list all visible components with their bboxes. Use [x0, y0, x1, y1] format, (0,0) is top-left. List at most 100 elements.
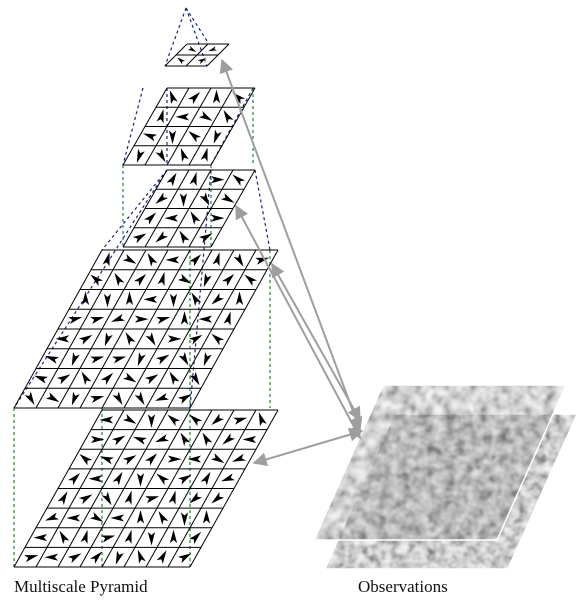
arrowhead-icon — [155, 231, 169, 243]
double-headed-arrow-icon — [219, 58, 363, 432]
arrowhead-icon — [175, 113, 190, 121]
arrowhead-icon — [88, 475, 103, 483]
arrowhead-icon — [212, 252, 220, 267]
arrowhead-icon — [144, 374, 159, 385]
arrowhead-icon — [158, 511, 169, 525]
arrowhead-icon — [125, 291, 134, 305]
arrowhead-icon — [198, 110, 213, 121]
arrowhead-icon — [189, 491, 203, 504]
arrowhead-icon — [211, 491, 225, 504]
arrowhead-icon — [90, 274, 104, 286]
arrowhead-icon — [133, 273, 147, 287]
grid-line — [166, 87, 212, 166]
arrowhead-icon — [147, 414, 156, 428]
arrowhead-icon — [156, 317, 171, 325]
arrowhead-icon — [155, 192, 169, 205]
arrowhead-icon — [179, 230, 190, 245]
arrowhead-icon — [59, 530, 70, 545]
arrowhead-icon — [137, 352, 146, 367]
grid-line — [185, 43, 209, 67]
blue-dashed-link — [185, 7, 210, 45]
arrowhead-icon — [110, 514, 125, 522]
arrowhead-icon — [155, 354, 170, 365]
arrowhead-icon — [56, 374, 71, 385]
grid-line — [101, 409, 191, 568]
arrowhead-icon — [180, 311, 189, 325]
arrowhead-icon — [203, 273, 212, 288]
arrowhead-icon — [99, 456, 114, 465]
arrowhead-icon — [155, 148, 166, 163]
arrowhead-icon — [180, 512, 189, 526]
arrowhead-icon — [202, 509, 211, 524]
arrowhead-icon — [187, 91, 201, 105]
arrowhead-icon — [154, 434, 169, 443]
arrowhead-icon — [211, 413, 225, 425]
arrowhead-icon — [125, 331, 136, 346]
arrowhead-icon — [99, 416, 114, 424]
arrowhead-icon — [68, 317, 83, 325]
arrowhead-icon — [191, 292, 202, 307]
arrowhead-icon — [33, 375, 48, 384]
arrowhead-icon — [44, 553, 59, 561]
arrowhead-icon — [211, 293, 225, 305]
pyramid-level-1 — [164, 43, 230, 67]
arrowhead-icon — [101, 491, 112, 506]
arrowhead-icon — [165, 256, 180, 264]
arrowhead-icon — [231, 453, 246, 462]
arrowhead-icon — [89, 512, 104, 522]
arrowhead-icon — [168, 490, 176, 505]
blue-dashed-link — [101, 169, 168, 251]
arrowhead-icon — [210, 176, 225, 184]
arrowhead-icon — [190, 211, 201, 225]
arrowhead-icon — [137, 549, 146, 564]
arrowhead-icon — [167, 335, 182, 343]
double-headed-arrow-icon — [235, 204, 361, 440]
arrowhead-icon — [188, 531, 202, 545]
pyramid-levels — [13, 43, 279, 568]
arrowhead-icon — [188, 334, 203, 345]
arrowhead-icon — [177, 553, 192, 564]
pyramid-level-5 — [13, 409, 279, 568]
arrowhead-icon — [154, 392, 169, 401]
arrowhead-icon — [122, 372, 137, 383]
pyramid-level-2 — [122, 87, 256, 166]
arrowhead-icon — [144, 453, 158, 466]
arrowhead-icon — [112, 391, 123, 406]
arrowhead-icon — [208, 46, 218, 52]
arrowhead-icon — [122, 455, 137, 465]
observations-stack — [312, 384, 579, 570]
arrowhead-icon — [145, 496, 160, 504]
pyramid-links — [13, 7, 271, 567]
arrowhead-icon — [242, 435, 257, 444]
arrowhead-icon — [67, 473, 81, 486]
arrowhead-icon — [142, 133, 157, 142]
arrowhead-icon — [101, 535, 116, 543]
arrowhead-icon — [147, 531, 156, 546]
arrowhead-icon — [202, 432, 213, 447]
arrowhead-icon — [169, 529, 178, 544]
arrowhead-icon — [134, 315, 149, 323]
grid-line — [206, 43, 230, 67]
arrowhead-icon — [233, 253, 244, 267]
arrowhead-icon — [124, 529, 132, 544]
arrowhead-icon — [122, 413, 137, 424]
observation-arrows — [219, 58, 364, 467]
arrowhead-icon — [90, 317, 105, 325]
arrowhead-icon — [210, 453, 225, 464]
arrowhead-icon — [143, 295, 158, 303]
arrowhead-icon — [235, 291, 244, 305]
grid-line — [101, 249, 191, 409]
arrowhead-icon — [136, 473, 145, 487]
double-headed-arrow-icon — [252, 427, 364, 467]
arrowhead-icon — [157, 271, 165, 286]
arrowhead-icon — [67, 553, 82, 564]
arrowhead-icon — [189, 371, 200, 386]
arrowhead-icon — [188, 130, 202, 143]
arrowhead-icon — [177, 57, 186, 65]
arrowhead-icon — [221, 273, 235, 287]
arrowhead-icon — [198, 233, 213, 244]
arrowhead-icon — [156, 473, 170, 486]
grid-line — [123, 409, 213, 568]
arrowhead-icon — [103, 293, 112, 308]
